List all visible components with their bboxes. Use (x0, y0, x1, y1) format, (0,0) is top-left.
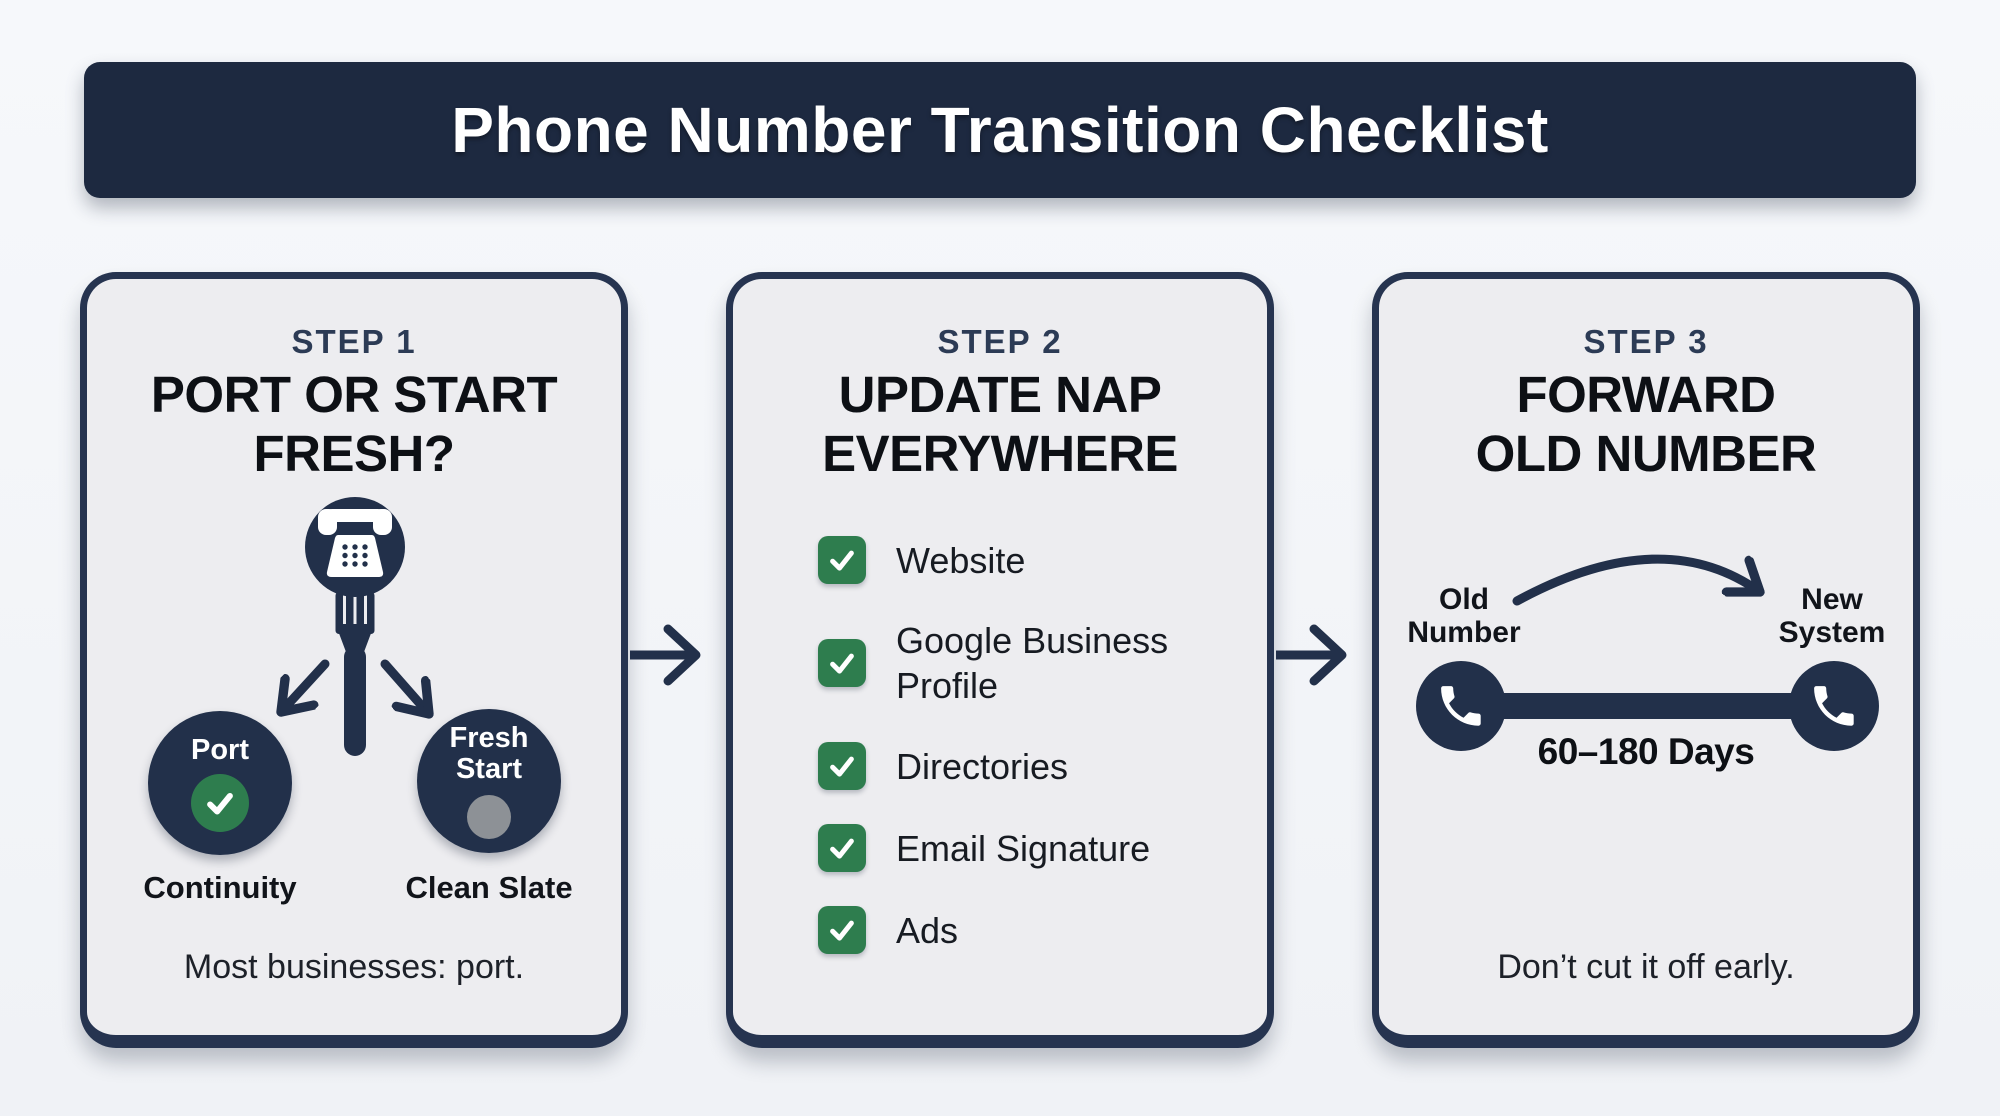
step-1-footnote: Most businesses: port. (183, 948, 525, 986)
forwarding-diagram (1416, 554, 1879, 751)
step-2-card: STEP 2 UPDATE NAP EVERYWHERE Website Goo… (726, 272, 1274, 1048)
arrow-step2-to-step3-icon (1276, 624, 1347, 686)
checklist-item: Ads (818, 906, 1239, 954)
phone-on-fork-illustration (87, 497, 621, 756)
step-1-heading-line2: FRESH? (253, 425, 456, 482)
checkbox-checked-icon (818, 824, 866, 872)
fork-icon (335, 592, 375, 756)
step-1-heading-line1: PORT OR START (150, 366, 558, 423)
checklist-item-label: Directories (896, 745, 1069, 787)
forwarding-duration: 60–180 Days (1537, 731, 1755, 772)
new-system-label: New System (1778, 583, 1886, 649)
step-1-label: STEP 1 (291, 323, 417, 360)
step-3-card: STEP 3 FORWARD OLD NUMBER Old Number New… (1372, 272, 1920, 1048)
dot-icon (467, 795, 511, 839)
handset-icon (1441, 686, 1481, 726)
curved-arrow-icon (1512, 554, 1760, 606)
option-fresh-start: Fresh Start (417, 709, 561, 853)
checklist-item: Directories (818, 742, 1239, 790)
checklist-item: Email Signature (818, 824, 1239, 872)
checklist-item-label: Website (896, 539, 1026, 581)
checklist-item-label: Ads (896, 909, 959, 951)
checklist-item: Google Business Profile (818, 618, 1239, 708)
checkbox-checked-icon (818, 639, 866, 687)
step-1-heading: PORT OR START FRESH? (87, 365, 621, 483)
option-port-caption: Continuity (143, 870, 297, 905)
old-number-label: Old Number (1407, 583, 1521, 649)
nap-checklist: Website Google Business Profile Director… (818, 536, 1239, 954)
title-banner: Phone Number Transition Checklist (84, 62, 1916, 198)
old-number-circle (1416, 661, 1506, 751)
check-icon (191, 773, 249, 832)
handset-icon (1814, 686, 1854, 726)
checklist-item-label: Email Signature (896, 827, 1151, 869)
phone-icon (318, 509, 392, 577)
step-2-heading: UPDATE NAP EVERYWHERE (733, 365, 1267, 483)
step-1-card: STEP 1 PORT OR START FRESH? (80, 272, 628, 1048)
step-3-footnote: Don’t cut it off early. (1497, 948, 1795, 986)
page-title: Phone Number Transition Checklist (451, 94, 1549, 166)
checkbox-checked-icon (818, 906, 866, 954)
option-port-label: Port (191, 733, 249, 766)
step-3-label: STEP 3 (1583, 323, 1709, 360)
checkbox-checked-icon (818, 742, 866, 790)
step-3-heading-line2: OLD NUMBER (1475, 425, 1817, 482)
checklist-item: Website (818, 536, 1239, 584)
step-3-heading: FORWARD OLD NUMBER (1379, 365, 1913, 483)
step-2-heading-line1: UPDATE NAP (838, 366, 1162, 423)
forwarding-bar (1461, 693, 1834, 719)
new-system-circle (1789, 661, 1879, 751)
split-arrow-left-icon (281, 659, 330, 712)
option-fresh-start-label: Fresh Start (449, 722, 529, 785)
step-3-heading-line1: FORWARD (1516, 366, 1776, 423)
checkbox-checked-icon (818, 536, 866, 584)
step-2-heading-line2: EVERYWHERE (822, 425, 1178, 482)
checklist-item-label: Google Business Profile (896, 620, 1169, 706)
step-2-label: STEP 2 (937, 323, 1063, 360)
split-arrow-right-icon (380, 659, 429, 714)
option-port: Port (148, 711, 292, 855)
arrow-step1-to-step2-icon (630, 624, 701, 686)
option-fresh-start-caption: Clean Slate (405, 870, 573, 905)
